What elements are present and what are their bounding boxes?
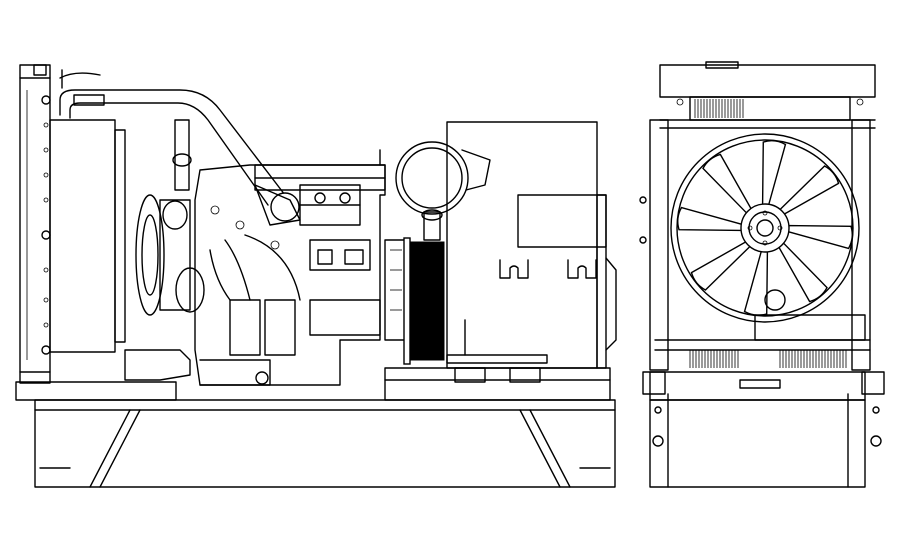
end-base [642, 371, 885, 488]
fan-blades [677, 140, 853, 316]
engine-block [194, 149, 408, 386]
air-filter [395, 141, 491, 241]
fan-blade [761, 140, 787, 206]
fan-blade [778, 242, 828, 303]
radiator [19, 64, 126, 384]
fan-drive [124, 194, 205, 381]
fan-blade [779, 165, 840, 215]
fan-blade [690, 241, 751, 291]
side-view [15, 64, 617, 488]
end-frame [639, 61, 876, 371]
skid-base [15, 367, 616, 488]
flywheel-housing [403, 237, 445, 365]
fan-blade [787, 224, 853, 250]
fan-blade [702, 153, 752, 214]
fan-blade [677, 206, 743, 232]
fan-blade [743, 250, 769, 316]
alternator [446, 121, 617, 383]
radiator-grille [689, 99, 847, 368]
intake-pipe [59, 69, 301, 226]
cooling-fan [670, 133, 866, 341]
end-view [639, 61, 885, 488]
